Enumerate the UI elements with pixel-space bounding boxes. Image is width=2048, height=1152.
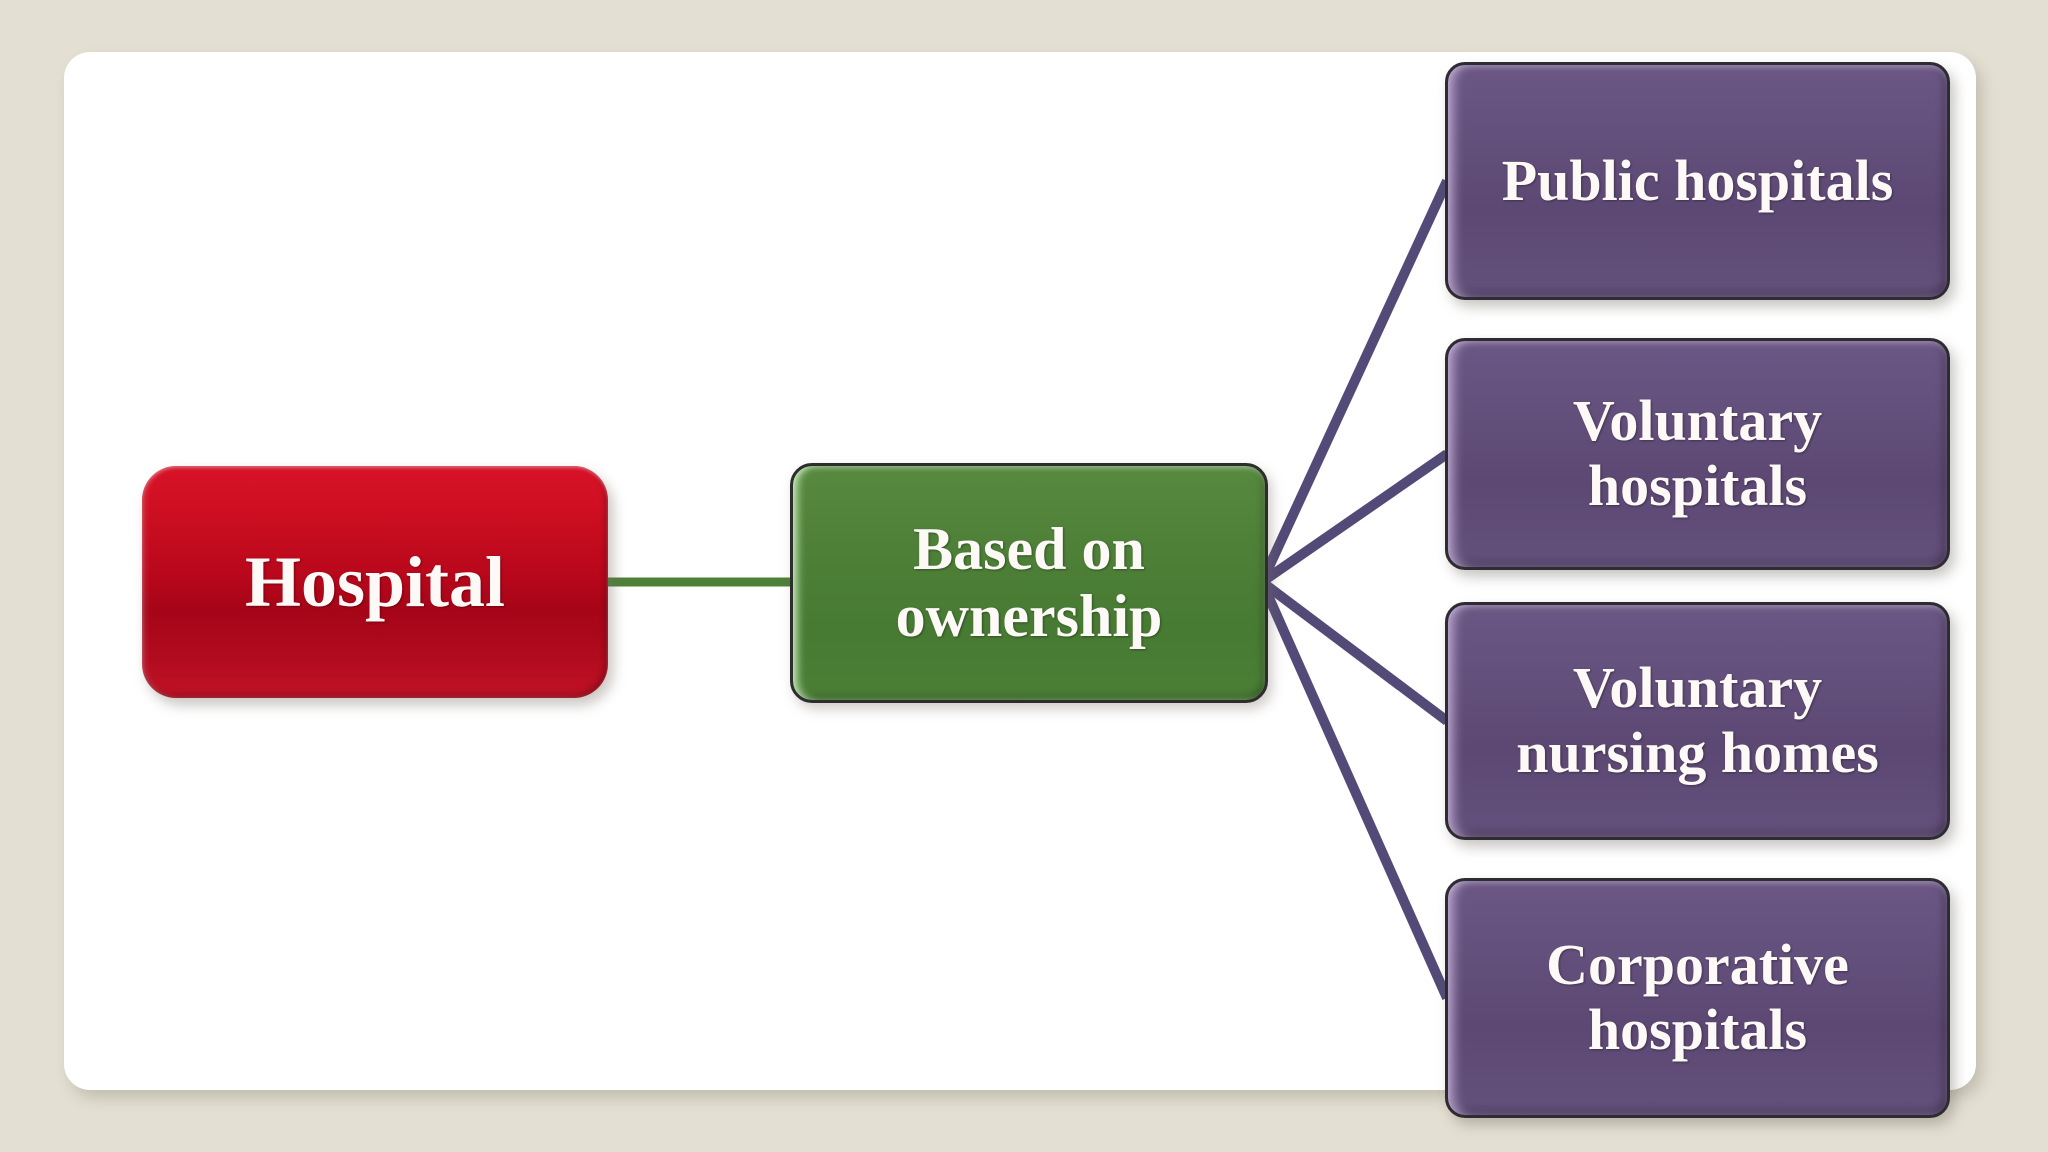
connector-branch-to-leaf-2 <box>1258 578 1451 725</box>
node-leaf-voluntary-nursing-homes[interactable]: Voluntary nursing homes <box>1445 602 1950 840</box>
connector-branch-to-leaf-1 <box>1259 449 1450 587</box>
node-based-on-ownership[interactable]: Based on ownership <box>790 463 1268 703</box>
node-leaf-corporative-hospitals[interactable]: Corporative hospitals <box>1445 878 1950 1118</box>
connector-branch-to-leaf-0 <box>1257 178 1452 585</box>
connector-branch-to-leaf-3 <box>1257 579 1452 1001</box>
node-hospital-root[interactable]: Hospital <box>142 466 608 698</box>
node-leaf-voluntary-hospitals[interactable]: Voluntary hospitals <box>1445 338 1950 570</box>
node-leaf-public-hospitals[interactable]: Public hospitals <box>1445 62 1950 300</box>
